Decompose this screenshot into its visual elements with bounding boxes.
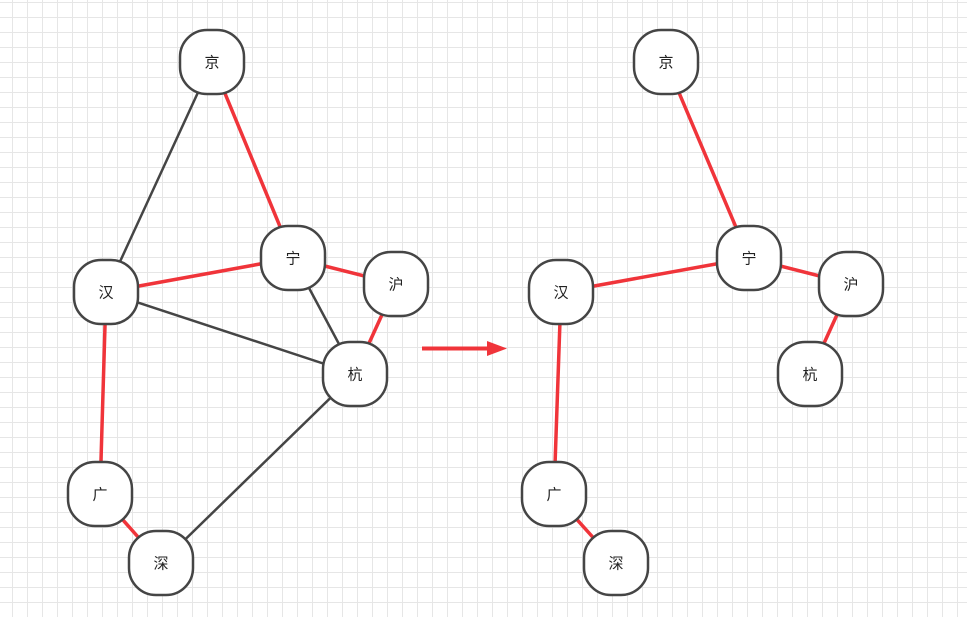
edge-han-guang: [98, 290, 108, 496]
edge-han-hang: [104, 290, 357, 376]
arrow-head: [487, 341, 507, 356]
edge-jing-ning: [664, 60, 751, 260]
node-circle: [362, 250, 430, 318]
node-hang: 杭: [776, 340, 844, 408]
node-hu: 沪: [362, 250, 430, 318]
edge-jing-han: [104, 60, 214, 294]
node-ning: 宁: [259, 224, 327, 292]
node-han: 汉: [527, 258, 595, 326]
node-circle: [520, 460, 588, 528]
node-label: 沪: [388, 276, 403, 294]
node-label: 沪: [843, 276, 858, 294]
node-label: 宁: [741, 250, 756, 268]
node-circle: [527, 258, 595, 326]
node-circle: [632, 28, 700, 96]
node-circle: [259, 224, 327, 292]
node-han: 汉: [72, 258, 140, 326]
node-label: 汉: [98, 284, 113, 302]
node-label: 京: [658, 54, 673, 72]
node-guang: 广: [66, 460, 134, 528]
node-circle: [715, 224, 783, 292]
node-label: 深: [153, 555, 168, 573]
node-label: 杭: [347, 366, 362, 384]
node-label: 京: [204, 54, 219, 72]
node-guang: 广: [520, 460, 588, 528]
node-label: 广: [92, 486, 107, 504]
edge-han-guang: [552, 290, 563, 496]
node-jing: 京: [178, 28, 246, 96]
edge-shen-hang: [159, 372, 357, 565]
node-label: 汉: [553, 284, 568, 302]
node-label: 深: [608, 555, 623, 573]
node-circle: [66, 460, 134, 528]
node-circle: [321, 340, 389, 408]
node-hu: 沪: [817, 250, 885, 318]
node-circle: [582, 529, 650, 597]
node-circle: [72, 258, 140, 326]
node-circle: [817, 250, 885, 318]
node-circle: [178, 28, 246, 96]
node-label: 广: [546, 486, 561, 504]
node-label: 宁: [285, 250, 300, 268]
node-shen: 深: [582, 529, 650, 597]
node-hang: 杭: [321, 340, 389, 408]
node-ning: 宁: [715, 224, 783, 292]
node-shen: 深: [127, 529, 195, 597]
node-circle: [127, 529, 195, 597]
edge-jing-ning: [210, 60, 295, 260]
transform-arrow: [422, 341, 507, 356]
node-circle: [776, 340, 844, 408]
node-jing: 京: [632, 28, 700, 96]
node-label: 杭: [802, 366, 817, 384]
